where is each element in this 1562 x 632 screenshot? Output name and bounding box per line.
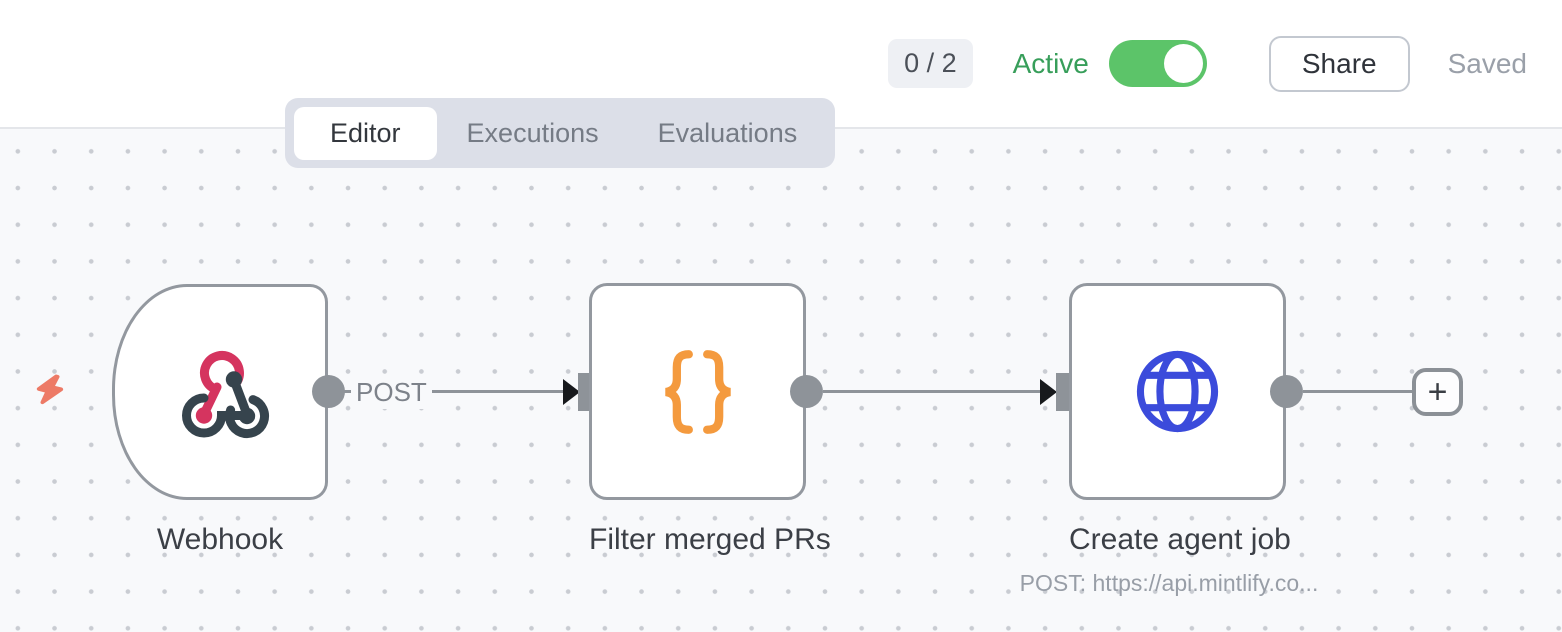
code-braces-icon — [664, 349, 731, 434]
workflow-canvas[interactable]: Webhook POST Filter merged PRs — [0, 129, 1562, 632]
connection-webhook-filter[interactable] — [338, 390, 568, 393]
node-webhook[interactable] — [112, 284, 328, 500]
toggle-knob-icon — [1163, 44, 1203, 83]
node-subtitle: POST: https://api.mintlify.co... — [1019, 570, 1319, 596]
issues-count-badge[interactable]: 0 / 2 — [888, 39, 973, 88]
webhook-output-label: POST — [351, 376, 432, 409]
active-toggle[interactable] — [1108, 40, 1207, 87]
input-arrow-icon — [1040, 379, 1057, 405]
header-actions: 0 / 2 Active Share Saved — [888, 0, 1527, 127]
http-output-port[interactable] — [1270, 375, 1303, 408]
globe-icon — [1136, 350, 1219, 433]
node-title: Filter merged PRs — [589, 523, 831, 556]
active-label: Active — [1012, 47, 1089, 79]
connection-filter-http[interactable] — [823, 390, 1041, 393]
saved-status: Saved — [1447, 47, 1527, 79]
node-title: Create agent job — [1069, 523, 1291, 556]
tab-evaluations[interactable]: Evaluations — [657, 117, 798, 148]
view-tabbar: Editor Executions Evaluations — [285, 98, 836, 168]
trigger-bolt-icon — [33, 373, 69, 412]
http-input-port[interactable] — [1056, 373, 1070, 411]
filter-output-port[interactable] — [790, 375, 823, 408]
tab-executions[interactable]: Executions — [466, 117, 599, 148]
node-filter-merged-prs[interactable] — [589, 283, 806, 500]
connection-http-add[interactable] — [1303, 390, 1415, 393]
webhook-icon — [182, 351, 269, 439]
filter-input-port[interactable] — [578, 373, 592, 411]
share-button[interactable]: Share — [1268, 35, 1410, 92]
tab-editor[interactable]: Editor — [294, 106, 437, 160]
add-node-button[interactable]: + — [1412, 368, 1463, 416]
node-create-agent-job[interactable] — [1069, 283, 1286, 500]
node-title: Webhook — [156, 523, 284, 556]
input-arrow-icon — [563, 379, 580, 405]
